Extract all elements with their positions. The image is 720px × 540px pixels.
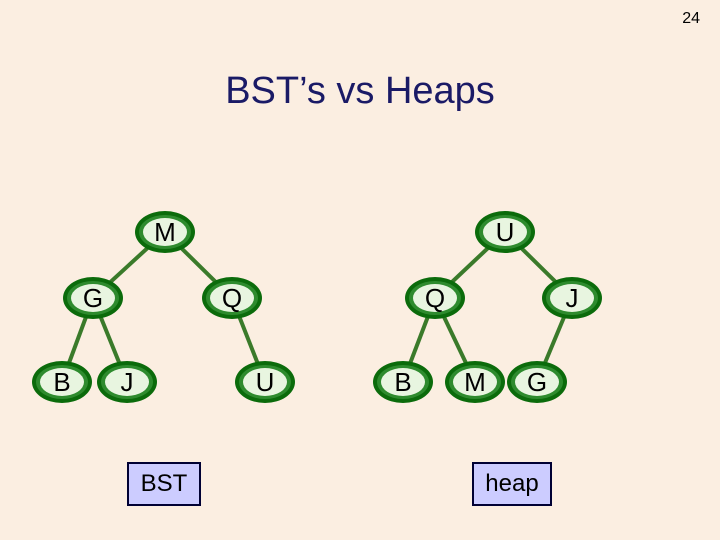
- bst-node-J: J: [97, 361, 157, 403]
- bst-node-label: Q: [222, 283, 242, 313]
- bst-node-U: U: [235, 361, 295, 403]
- bst-node-label: G: [83, 283, 103, 313]
- bst-node-label: B: [53, 367, 70, 397]
- heap-node-label: Q: [425, 283, 445, 313]
- heap-node-J: J: [542, 277, 602, 319]
- heap-label: heap: [472, 462, 552, 506]
- bst-node-B: B: [32, 361, 92, 403]
- heap-node-B: B: [373, 361, 433, 403]
- heap-node-Q: Q: [405, 277, 465, 319]
- heap-node-label: M: [464, 367, 486, 397]
- heap-node-label: U: [496, 217, 515, 247]
- slide-number: 24: [682, 10, 700, 27]
- heap-node-label: G: [527, 367, 547, 397]
- slide-title: BST’s vs Heaps: [225, 70, 495, 112]
- bst-node-M: M: [135, 211, 195, 253]
- heap-node-label: B: [394, 367, 411, 397]
- bst-node-G: G: [63, 277, 123, 319]
- bst-node-label: M: [154, 217, 176, 247]
- heap-node-G: G: [507, 361, 567, 403]
- bst-label: BST: [127, 462, 201, 506]
- heap-node-M: M: [445, 361, 505, 403]
- heap-node-U: U: [475, 211, 535, 253]
- bst-node-label: U: [256, 367, 275, 397]
- bst-node-label: J: [121, 367, 134, 397]
- heap-node-label: J: [566, 283, 579, 313]
- bst-node-Q: Q: [202, 277, 262, 319]
